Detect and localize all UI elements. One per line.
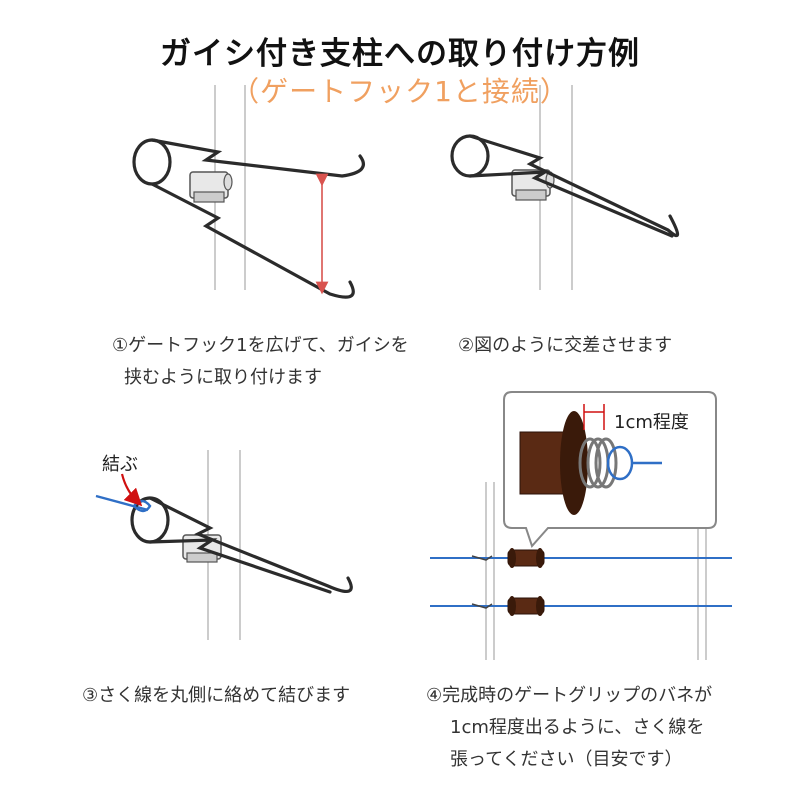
gate-hook-crossed-icon <box>130 496 353 594</box>
page-title: ガイシ付き支柱への取り付け方例 <box>160 36 640 72</box>
caption-line: ①ゲートフック1を広げて、ガイシを <box>112 335 409 356</box>
zoom-callout: 1cm程度 <box>503 391 717 548</box>
gate-hook-open-icon <box>132 138 365 299</box>
gate-grip-upper-icon <box>471 548 545 568</box>
panel-2-illustration <box>450 85 680 290</box>
grip-body-zoom <box>519 431 567 495</box>
page-subtitle: （ゲートフック1と接続） <box>231 75 569 108</box>
caption-line: 張ってください（目安です） <box>450 749 683 770</box>
step-4-caption: ④完成時のゲートグリップのバネが 1cm程度出るように、さく線を 張ってください… <box>426 680 712 776</box>
knot-indicator-arrow <box>120 473 143 507</box>
caption-line: ④完成時のゲートグリップのバネが <box>426 685 713 706</box>
panel-3-illustration: 結ぶ <box>95 450 353 640</box>
gate-grip-lower-icon <box>471 596 545 616</box>
step-2-caption: ②図のように交差させます <box>458 330 672 362</box>
panel-1-illustration <box>132 85 365 299</box>
step-3-caption: ③さく線を丸側に絡めて結びます <box>82 680 350 712</box>
fence-post-left <box>485 482 495 660</box>
grip-flange-zoom <box>560 411 588 515</box>
knot-label: 結ぶ <box>102 454 138 475</box>
caption-line: 挟むように取り付けます <box>124 367 322 388</box>
caption-line: 1cm程度出るように、さく線を <box>450 717 705 738</box>
insulator-icon <box>189 171 233 203</box>
gate-hook-crossed-icon <box>450 134 680 238</box>
callout-label: 1cm程度 <box>614 412 689 433</box>
fence-wire <box>95 494 149 512</box>
spring-icon <box>578 437 618 489</box>
caption-line: ③さく線を丸側に絡めて結びます <box>82 685 351 706</box>
caption-line: ②図のように交差させます <box>458 335 673 356</box>
panel-4-illustration: 1cm程度 <box>430 391 732 660</box>
step-1-caption: ①ゲートフック1を広げて、ガイシを 挟むように取り付けます <box>112 330 409 394</box>
